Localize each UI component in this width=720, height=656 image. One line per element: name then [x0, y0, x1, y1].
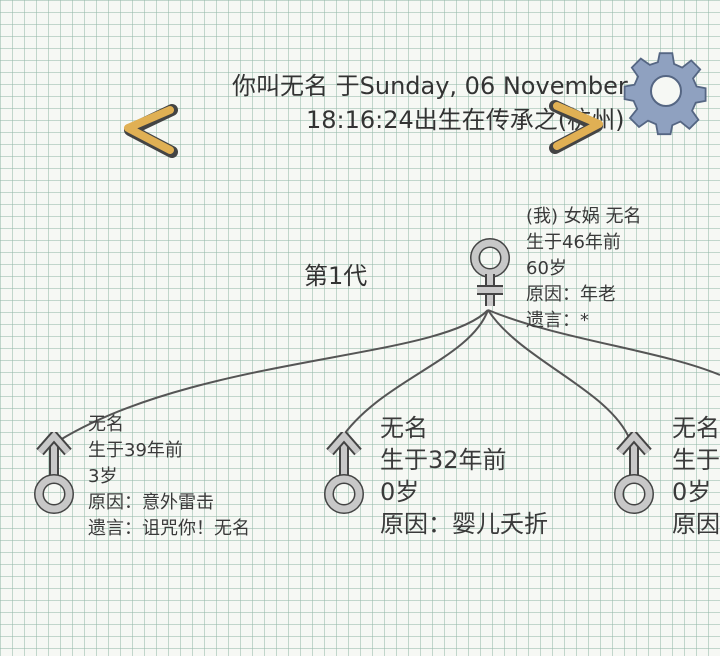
root-name: (我) 女娲 无名	[526, 206, 642, 227]
settings-button[interactable]	[620, 45, 712, 137]
child-1-name: 无名	[88, 414, 124, 435]
child-2-born: 生于32年前	[380, 446, 507, 474]
gear-icon	[623, 52, 707, 136]
root-age: 60岁	[526, 258, 567, 279]
birth-info-line1: 你叫无名 于Sunday, 06 November 2	[232, 72, 651, 100]
child-3-cause: 原因	[672, 510, 720, 538]
child-2-cause: 原因：婴儿夭折	[380, 510, 548, 538]
child-1-info: 无名 生于39年前 3岁 原因：意外雷击 遗言：诅咒你！无名	[88, 412, 250, 542]
male-symbol-icon[interactable]	[316, 428, 372, 520]
prev-generation-button[interactable]	[112, 100, 182, 160]
child-1-born: 生于39年前	[88, 440, 183, 461]
child-3-born: 生于	[672, 446, 720, 474]
male-symbol-icon[interactable]	[26, 428, 82, 520]
chevron-right-icon	[549, 100, 603, 154]
child-2-name: 无名	[380, 414, 428, 442]
female-symbol-icon[interactable]	[465, 236, 515, 320]
chevron-left-icon	[124, 104, 178, 158]
next-generation-button[interactable]	[545, 96, 615, 156]
child-1-age: 3岁	[88, 466, 118, 487]
child-2-info: 无名 生于32年前 0岁 原因：婴儿夭折	[380, 412, 548, 540]
root-person-info: (我) 女娲 无名 生于46年前 60岁 原因：年老 遗言：*	[526, 204, 642, 334]
child-1-cause: 原因：意外雷击	[88, 492, 214, 513]
root-born: 生于46年前	[526, 232, 621, 253]
child-3-name: 无名	[672, 414, 720, 442]
root-words: 遗言：*	[526, 310, 589, 331]
male-symbol-icon[interactable]	[606, 428, 662, 520]
child-1-words: 遗言：诅咒你！无名	[88, 518, 250, 539]
child-3-info: 无名 生于 0岁 原因	[672, 412, 720, 540]
generation-label: 第1代	[304, 262, 368, 290]
root-cause: 原因：年老	[526, 284, 616, 305]
child-2-age: 0岁	[380, 478, 420, 506]
child-3-age: 0岁	[672, 478, 712, 506]
